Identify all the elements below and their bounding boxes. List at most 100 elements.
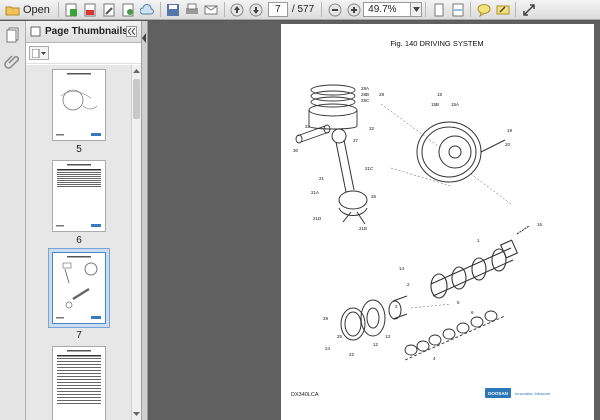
- arrow-down-icon: [249, 3, 263, 16]
- collapse-panel-button[interactable]: [126, 26, 137, 37]
- edit-icon: [103, 3, 115, 16]
- callout: 28: [379, 92, 385, 97]
- callout: 21A: [311, 190, 319, 195]
- thumbnail-label-6: 6: [76, 235, 82, 246]
- page-title: Fig. 140 DRIVING SYSTEM: [390, 39, 483, 48]
- callout: 28B: [361, 92, 369, 97]
- callout: 28A: [361, 86, 369, 91]
- callout: 5: [457, 300, 460, 305]
- cloud-upload-icon: [140, 3, 155, 14]
- callout: 15B: [431, 102, 439, 107]
- highlighter-icon: [496, 5, 510, 14]
- doosan-logo: DOOSAN Innovation Infracore: [485, 388, 551, 398]
- panel-header: Page Thumbnails: [26, 21, 141, 43]
- thumbnail-page-7[interactable]: [52, 252, 106, 324]
- toolbar-separator: [57, 2, 59, 17]
- export-pdf-icon: [84, 3, 96, 16]
- previous-page-button[interactable]: [229, 1, 246, 18]
- callout: 14: [399, 266, 405, 271]
- comment-button[interactable]: [475, 1, 492, 18]
- callout: 13: [385, 334, 391, 339]
- open-button[interactable]: Open: [1, 1, 54, 18]
- share-icon: [122, 3, 134, 16]
- upload-button[interactable]: [139, 1, 156, 18]
- connecting-rod: [331, 128, 368, 225]
- callout: 31: [305, 124, 311, 129]
- callout: 25: [337, 334, 343, 339]
- page-number-input[interactable]: 7: [267, 2, 288, 17]
- zoom-in-button[interactable]: [345, 1, 362, 18]
- toolbar-separator: [223, 2, 225, 17]
- open-label: Open: [23, 3, 50, 16]
- callout: 20: [505, 142, 511, 147]
- thumbnail-scrollbar[interactable]: [131, 65, 141, 420]
- fit-page-button[interactable]: [430, 1, 447, 18]
- fit-width-button[interactable]: [449, 1, 466, 18]
- piston-rings: [308, 84, 358, 130]
- guide-lines: [380, 103, 512, 309]
- callout: 6: [471, 310, 474, 315]
- email-button[interactable]: [203, 1, 220, 18]
- thumbnail-content: [56, 73, 101, 136]
- plus-circle-icon: [347, 3, 361, 16]
- pages-tab[interactable]: [4, 26, 21, 43]
- toolbar-separator: [321, 2, 323, 17]
- print-icon: [186, 3, 199, 14]
- double-chevron-left-icon: [128, 28, 135, 35]
- thumbnails-icon: [30, 26, 41, 37]
- callout: 24: [325, 346, 331, 351]
- share-button[interactable]: [120, 1, 137, 18]
- callout: 3: [395, 304, 398, 309]
- toolbar-separator: [425, 2, 427, 17]
- attachments-tab[interactable]: [4, 53, 21, 70]
- highlight-button[interactable]: [494, 1, 511, 18]
- edit-button[interactable]: [101, 1, 118, 18]
- callout: 29: [323, 316, 329, 321]
- piston-pin: [295, 124, 331, 144]
- callout: 19: [507, 128, 513, 133]
- paperclip-icon: [4, 55, 20, 69]
- toolbar: Open 7 / 577 49.7%: [0, 0, 600, 20]
- brand-tagline: Innovation Infracore: [515, 391, 551, 396]
- toolbar-separator: [470, 2, 472, 17]
- create-pdf-icon: [65, 3, 78, 16]
- callout: 2: [407, 282, 410, 287]
- options-icon: [32, 48, 46, 58]
- page-model: DX340LCA: [291, 392, 319, 398]
- thumbnail-page-6[interactable]: [52, 160, 106, 232]
- export-pdf-button[interactable]: [82, 1, 99, 18]
- crankshaft: [430, 225, 530, 299]
- damper-pulley: [340, 295, 408, 341]
- callout: 21C: [365, 166, 374, 171]
- zoom-dropdown-button[interactable]: [411, 2, 423, 17]
- panel-splitter[interactable]: [142, 21, 148, 420]
- callout: 4: [433, 356, 436, 361]
- scrollbar-thumb[interactable]: [133, 79, 140, 119]
- fit-width-icon: [452, 3, 464, 16]
- save-button[interactable]: [165, 1, 182, 18]
- zoom-input[interactable]: 49.7%: [363, 2, 412, 17]
- thumbnail-content: [56, 164, 101, 227]
- comment-icon: [477, 3, 491, 17]
- callout: 15A: [451, 102, 459, 107]
- folder-icon: [5, 6, 20, 15]
- callout: 16: [537, 222, 543, 227]
- callout: 32: [369, 126, 375, 131]
- thumbnail-options-button[interactable]: [29, 46, 49, 60]
- create-pdf-button[interactable]: [63, 1, 80, 18]
- expand-button[interactable]: [520, 1, 537, 18]
- thumbnail-page-5[interactable]: [52, 69, 106, 141]
- pages-icon: [6, 27, 19, 43]
- minus-circle-icon: [328, 3, 342, 16]
- thumbnail-page-8[interactable]: [52, 346, 106, 420]
- callout: 12: [373, 342, 379, 347]
- document-page: Fig. 140 DRIVING SYSTEM: [281, 24, 594, 420]
- toolbar-separator: [515, 2, 517, 17]
- zoom-out-button[interactable]: [326, 1, 343, 18]
- print-button[interactable]: [184, 1, 201, 18]
- document-view: Fig. 140 DRIVING SYSTEM: [148, 21, 600, 420]
- next-page-button[interactable]: [248, 1, 265, 18]
- panel-title: Page Thumbnails: [45, 26, 128, 37]
- navigation-rail: [0, 21, 26, 420]
- callout: 27: [353, 138, 359, 143]
